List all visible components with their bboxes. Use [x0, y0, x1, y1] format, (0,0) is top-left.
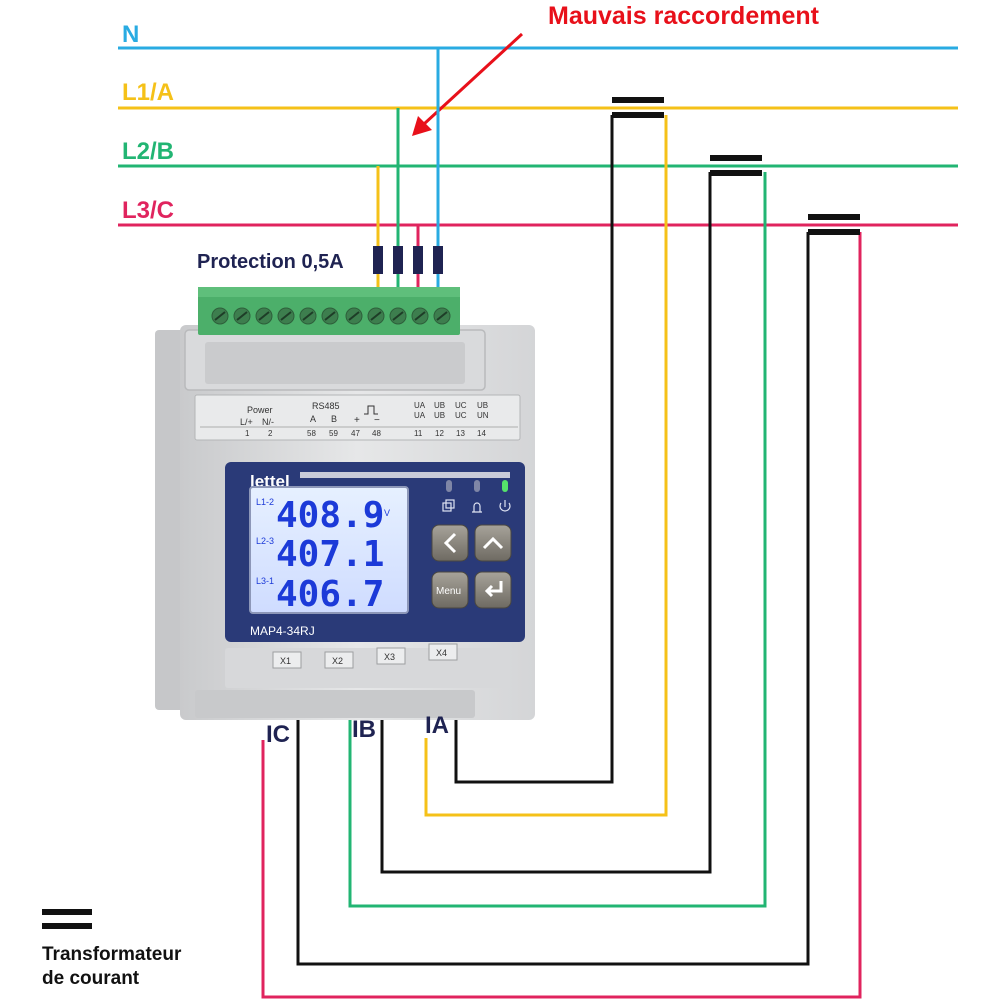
menu-button[interactable]: Menu: [431, 571, 469, 609]
slot-x1: X1: [272, 651, 302, 669]
neutral-label: N: [122, 21, 139, 48]
terminal-2: 2: [268, 429, 273, 438]
terminal-14: 14: [477, 429, 486, 438]
l1-label: L1/A: [122, 79, 174, 106]
wrong-connection-annotation: Mauvais raccordement: [548, 2, 820, 30]
terminal-58: 58: [307, 429, 316, 438]
fuse-1: [373, 246, 383, 274]
terminal-11: 11: [414, 429, 423, 438]
label-uc2: UC: [455, 411, 467, 420]
lcd-display: [249, 486, 409, 614]
alarm-led: [474, 480, 480, 492]
ct-symbol-l1: [612, 97, 664, 118]
pulse-icon: [364, 405, 378, 415]
label-ub2: UB: [477, 401, 488, 410]
lcd-unit: V: [384, 508, 390, 518]
terminal-1: 1: [245, 429, 250, 438]
ct-a-black-wire: [454, 115, 614, 784]
enter-icon: [484, 581, 503, 598]
model-label: MAP4-34RJ: [250, 624, 315, 638]
ct-a-yellow-wire: [424, 115, 668, 817]
power-led: [502, 480, 508, 492]
legend-line-2: de courant: [42, 968, 140, 989]
annotation-arrow-head: [412, 116, 432, 136]
label-b: B: [331, 414, 337, 424]
enter-button[interactable]: [474, 571, 512, 609]
up-button[interactable]: [474, 524, 512, 562]
label-ua1: UA: [414, 401, 426, 410]
legend-line-1: Transformateur: [42, 944, 182, 965]
l2-label: L2/B: [122, 138, 174, 165]
bell-icon: [472, 502, 482, 513]
l3-label: L3/C: [122, 197, 174, 224]
label-minus: −: [374, 415, 380, 426]
back-button[interactable]: [431, 524, 469, 562]
label-un: UN: [477, 411, 489, 420]
ct-symbol-l2: [710, 155, 762, 176]
label-ub1: UB: [434, 401, 445, 410]
annotation-arrow-shaft: [422, 32, 524, 126]
label-a: A: [310, 414, 316, 424]
label-uc1: UC: [455, 401, 467, 410]
terminal-47: 47: [351, 429, 360, 438]
chevron-up-icon: [482, 536, 504, 550]
terminal-59: 59: [329, 429, 338, 438]
windows-icon: [442, 499, 455, 512]
ic-label: IC: [266, 721, 290, 748]
lcd-row3-value: 406.7: [276, 574, 384, 615]
ia-label: IA: [425, 712, 449, 739]
comm-led: [446, 480, 452, 492]
slot-x3: X3: [376, 647, 406, 665]
svg-text:X2: X2: [332, 656, 343, 666]
terminal-13: 13: [456, 429, 465, 438]
lcd-row2-value: 407.1: [276, 534, 384, 575]
ct-c-black-wire: [296, 232, 810, 966]
fuse-4: [433, 246, 443, 274]
label-ua2: UA: [414, 411, 426, 420]
slot-x2: X2: [324, 651, 354, 669]
power-icon: [499, 500, 511, 512]
fuse-3: [413, 246, 423, 274]
menu-button-label: Menu: [436, 586, 461, 597]
ct-b-green-wire: [348, 172, 767, 908]
terminal-48: 48: [372, 429, 381, 438]
ib-label: IB: [352, 716, 376, 743]
chevron-left-icon: [443, 532, 457, 554]
protection-label: Protection 0,5A: [197, 251, 344, 273]
ct-symbol-l3: [808, 214, 860, 235]
lcd-row1-label: L1-2: [256, 497, 274, 507]
ct-legend-symbol: [42, 909, 92, 929]
svg-text:X4: X4: [436, 648, 447, 658]
energy-meter: Power L/+ N/- RS485 A B + − UA UC UB UA …: [155, 287, 535, 720]
lcd-row1-value: 408.9: [276, 495, 384, 536]
slot-x4: X4: [428, 643, 458, 661]
lcd-row3-label: L3-1: [256, 576, 274, 586]
svg-text:X3: X3: [384, 652, 395, 662]
lcd-row2-label: L2-3: [256, 536, 274, 546]
ct-b-black-wire: [380, 172, 712, 874]
label-rs485: RS485: [312, 401, 340, 411]
label-ub3: UB: [434, 411, 445, 420]
svg-text:X1: X1: [280, 656, 291, 666]
label-power: Power: [247, 405, 273, 415]
label-l-plus: L/+: [240, 417, 253, 427]
terminal-12: 12: [435, 429, 444, 438]
label-n-minus: N/-: [262, 417, 274, 427]
ct-c-red-wire: [261, 232, 862, 999]
fuse-2: [393, 246, 403, 274]
label-plus: +: [354, 415, 360, 426]
